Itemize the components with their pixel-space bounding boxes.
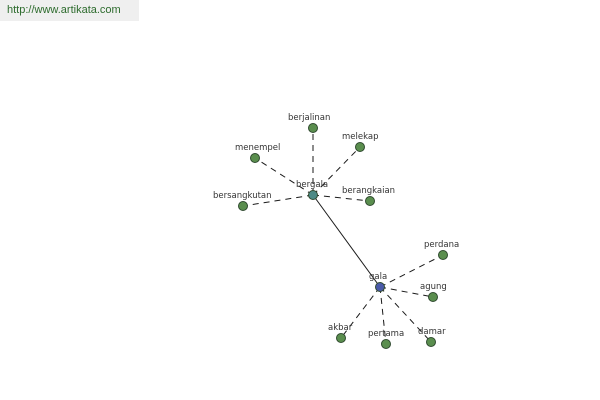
edge-bergala-menempel — [254, 157, 314, 196]
edge-bergala-bersangkutan — [242, 194, 314, 207]
node-bersangkutan[interactable] — [238, 201, 248, 211]
edge-bergala-berangkaian — [312, 194, 371, 202]
node-label-berangkaian[interactable]: berangkaian — [342, 186, 395, 196]
node-bergala[interactable] — [308, 190, 318, 200]
node-label-gala[interactable]: gala — [369, 272, 387, 282]
node-label-akbar[interactable]: akbar — [328, 323, 353, 333]
node-pertama[interactable] — [381, 339, 391, 349]
node-agung[interactable] — [428, 292, 438, 302]
node-damar[interactable] — [426, 337, 436, 347]
node-label-bergala[interactable]: bergala — [296, 180, 328, 190]
edge-gala-agung — [379, 286, 434, 298]
node-label-berjalinan[interactable]: berjalinan — [288, 113, 330, 123]
source-url-banner[interactable]: http://www.artikata.com — [0, 0, 139, 21]
node-perdana[interactable] — [438, 250, 448, 260]
edge-gala-pertama — [379, 286, 387, 345]
edge-bergala-gala — [312, 194, 381, 288]
graph-labels: bergala gala berjalinan melekap menempel bers… — [213, 113, 459, 339]
node-label-bersangkutan[interactable]: bersangkutan — [213, 191, 272, 201]
node-berangkaian[interactable] — [365, 196, 375, 206]
node-label-menempel[interactable]: menempel — [235, 143, 280, 153]
edge-bergala-melekap — [312, 146, 361, 196]
node-label-melekap[interactable]: melekap — [342, 132, 378, 142]
edge-gala-perdana — [379, 254, 444, 288]
edge-gala-damar — [379, 286, 432, 343]
node-label-perdana[interactable]: perdana — [424, 240, 459, 250]
node-label-agung[interactable]: agung — [420, 282, 447, 292]
node-melekap[interactable] — [355, 142, 365, 152]
graph-edges — [242, 128, 444, 345]
node-akbar[interactable] — [336, 333, 346, 343]
node-label-pertama[interactable]: pertama — [368, 329, 404, 339]
node-label-damar[interactable]: damar — [418, 327, 446, 337]
node-berjalinan[interactable] — [308, 123, 318, 133]
node-menempel[interactable] — [250, 153, 260, 163]
graph-nodes — [238, 123, 448, 349]
node-gala[interactable] — [375, 282, 385, 292]
